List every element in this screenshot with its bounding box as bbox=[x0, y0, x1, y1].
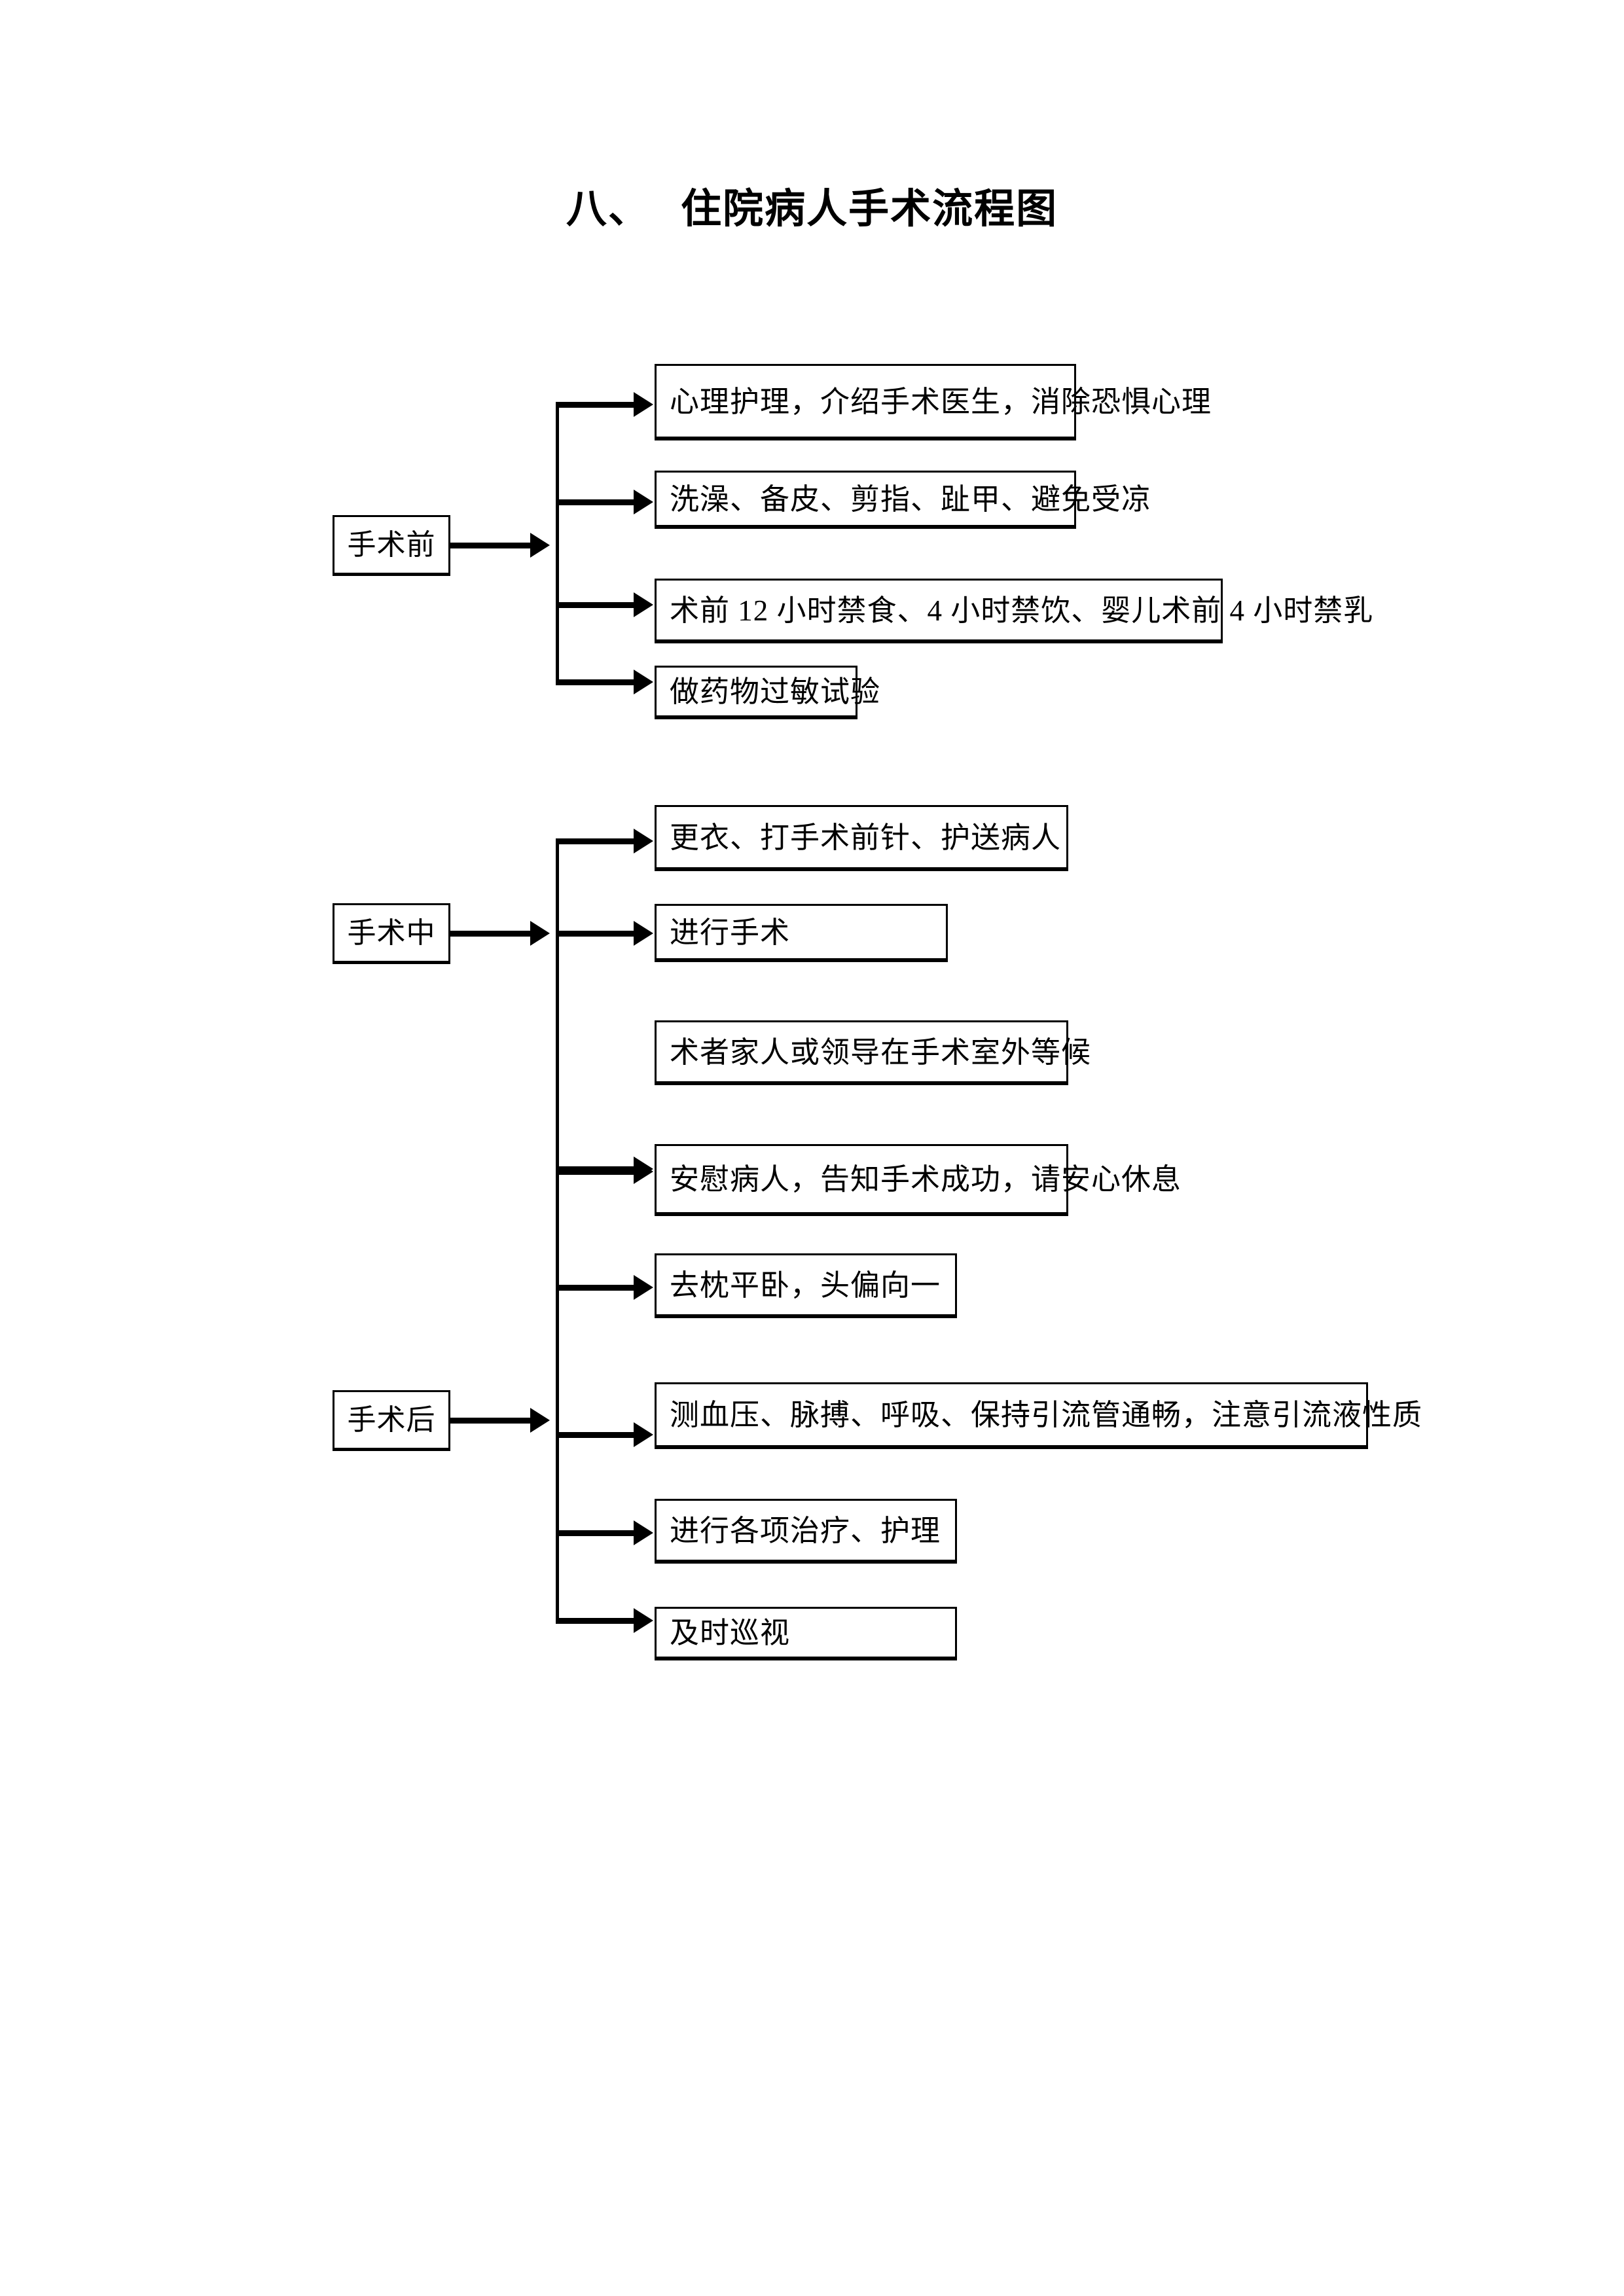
arrowhead-icon bbox=[634, 1275, 653, 1300]
task-box-intra-op-2[interactable]: 进行手术 bbox=[655, 904, 948, 962]
connector-post-op-5 bbox=[556, 1618, 641, 1624]
task-box-pre-op-2[interactable]: 洗澡、备皮、剪指、趾甲、避免受凉 bbox=[655, 471, 1151, 529]
connector-post-op-1 bbox=[556, 1169, 641, 1175]
task-box-post-op-4[interactable]: 进行各项治疗、护理 bbox=[655, 1499, 957, 1564]
connector-pre-op-2 bbox=[556, 499, 641, 505]
arrowhead-icon bbox=[634, 1422, 653, 1447]
task-box-pre-op-4[interactable]: 做药物过敏试验 bbox=[655, 666, 880, 719]
arrowhead-icon bbox=[530, 1408, 550, 1433]
arrowhead-icon bbox=[634, 1159, 653, 1184]
task-box-intra-op-3[interactable]: 术者家人或领导在手术室外等候 bbox=[655, 1020, 1091, 1085]
connector-pre-op-3 bbox=[556, 602, 641, 608]
stage-box-intra-op[interactable]: 手术中 bbox=[333, 903, 450, 964]
arrowhead-icon bbox=[634, 829, 653, 853]
arrowhead-icon bbox=[634, 592, 653, 617]
arrowhead-icon bbox=[634, 1520, 653, 1545]
connector-pre-op-1 bbox=[556, 402, 641, 408]
task-box-pre-op-1[interactable]: 心理护理，介绍手术医生，消除恐惧心理 bbox=[655, 364, 1211, 440]
connector-post-op-stage bbox=[450, 1418, 539, 1424]
task-box-intra-op-1[interactable]: 更衣、打手术前针、护送病人 bbox=[655, 805, 1068, 871]
connector-intra-op-stage bbox=[450, 931, 539, 937]
connector-intra-op-1 bbox=[556, 838, 641, 844]
arrowhead-icon bbox=[634, 490, 653, 514]
connector-post-op-4 bbox=[556, 1530, 641, 1536]
arrowhead-icon bbox=[634, 392, 653, 417]
arrowhead-icon bbox=[530, 921, 550, 946]
connector-pre-op-4 bbox=[556, 679, 641, 685]
arrowhead-icon bbox=[634, 921, 653, 946]
connector-post-op-2 bbox=[556, 1285, 641, 1291]
arrowhead-icon bbox=[634, 670, 653, 694]
task-box-post-op-5[interactable]: 及时巡视 bbox=[655, 1607, 957, 1660]
task-box-pre-op-3[interactable]: 术前 12 小时禁食、4 小时禁饮、婴儿术前 4 小时禁乳 bbox=[655, 579, 1373, 643]
task-box-post-op-3[interactable]: 测血压、脉搏、呼吸、保持引流管通畅，注意引流液性质 bbox=[655, 1382, 1422, 1449]
stage-box-post-op[interactable]: 手术后 bbox=[333, 1390, 450, 1451]
connector-intra-op-2 bbox=[556, 931, 641, 937]
task-box-post-op-1[interactable]: 安慰病人，告知手术成功，请安心休息 bbox=[655, 1144, 1181, 1216]
arrowhead-icon bbox=[634, 1608, 653, 1633]
spine-intra-op bbox=[556, 841, 559, 1169]
arrowhead-icon bbox=[530, 533, 550, 558]
page-title: 八、 住院病人手术流程图 bbox=[566, 185, 1058, 232]
spine-post-op bbox=[556, 1172, 559, 1621]
connector-post-op-3 bbox=[556, 1432, 641, 1438]
stage-box-pre-op[interactable]: 手术前 bbox=[333, 515, 450, 576]
connector-pre-op-stage bbox=[450, 543, 539, 548]
spine-pre-op bbox=[556, 404, 559, 683]
task-box-post-op-2[interactable]: 去枕平卧，头偏向一 bbox=[655, 1253, 957, 1318]
